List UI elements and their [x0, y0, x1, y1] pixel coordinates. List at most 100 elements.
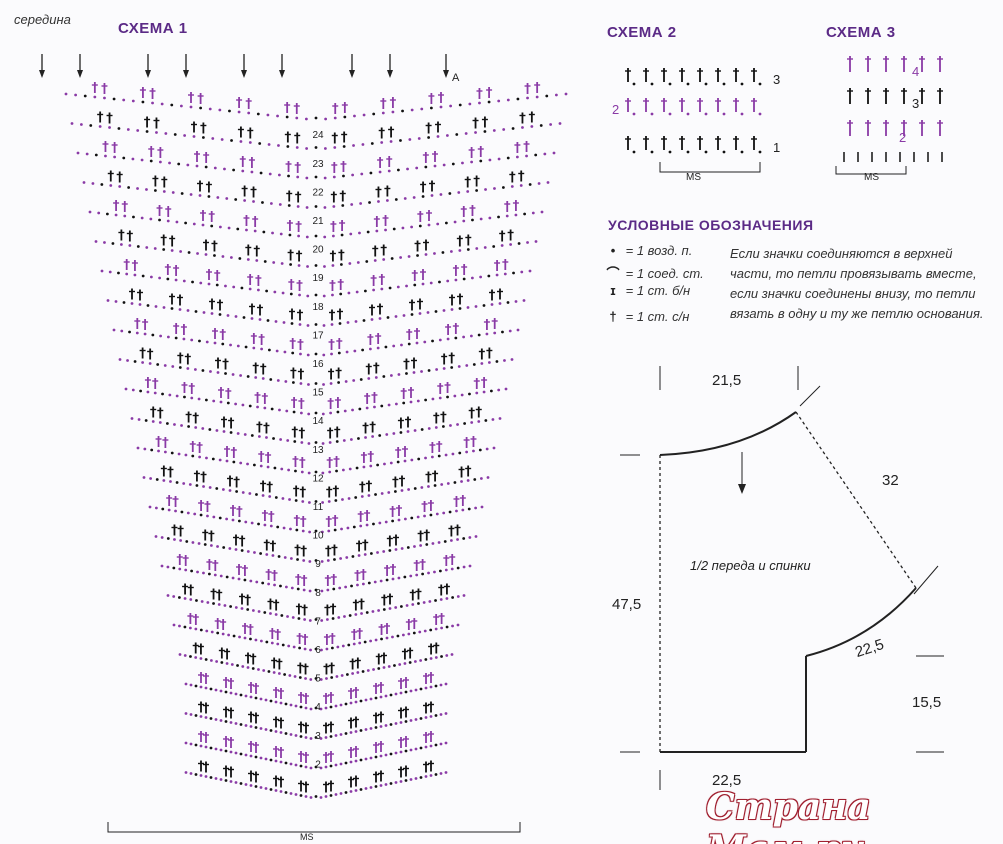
- chain-dot: [183, 597, 187, 600]
- stitch-mark: [254, 392, 261, 403]
- chain-dot: [409, 400, 413, 404]
- chain-dot: [372, 522, 375, 526]
- stitch-mark: [203, 239, 209, 251]
- stitch-mark: [257, 304, 263, 316]
- chain-dot: [373, 580, 377, 584]
- chain-dot: [324, 706, 328, 710]
- stitch-mark: [336, 338, 343, 349]
- chain-dot: [259, 552, 263, 555]
- chain-dot: [382, 550, 386, 553]
- stitch-mark: [203, 673, 209, 684]
- chain-dot: [189, 655, 192, 658]
- stitch-mark: [326, 457, 333, 468]
- chain-dot: [686, 82, 690, 86]
- stitch-mark: [386, 535, 393, 547]
- chain-dot: [229, 343, 232, 347]
- chain-dot: [394, 606, 398, 609]
- chain-dot: [339, 703, 343, 707]
- row-number: 19: [312, 273, 324, 284]
- chain-dot: [213, 254, 216, 257]
- chain-dot: [539, 124, 543, 127]
- chain-dot: [320, 530, 324, 534]
- stitch-mark: [265, 452, 272, 463]
- stitch-mark: [417, 211, 424, 222]
- chain-dot: [122, 98, 126, 102]
- chain-dot: [197, 397, 201, 401]
- chain-dot: [540, 210, 544, 214]
- chain-dot: [460, 393, 464, 397]
- chain-dot: [349, 701, 353, 705]
- chain-dot: [435, 368, 439, 371]
- stitch-mark: [197, 643, 204, 655]
- chain-dot: [442, 367, 446, 370]
- chain-dot: [348, 467, 352, 471]
- chain-dot: [379, 579, 383, 583]
- marker-a: А: [452, 72, 460, 84]
- chain-dot: [234, 198, 238, 201]
- chain-dot: [348, 614, 352, 617]
- chain-dot: [210, 312, 214, 315]
- chain-dot: [668, 112, 672, 116]
- stitch-mark: [228, 707, 234, 719]
- chain-dot: [319, 766, 323, 770]
- chain-dot: [285, 115, 289, 119]
- chain-dot: [266, 113, 270, 117]
- chain-dot: [241, 403, 245, 407]
- chain-dot: [424, 716, 428, 719]
- scheme2-bracket: [659, 162, 761, 173]
- chain-dot: [206, 601, 210, 604]
- chain-dot: [337, 381, 341, 384]
- chain-dot: [211, 457, 215, 461]
- chain-dot: [259, 786, 263, 789]
- chain-dot: [155, 131, 158, 134]
- chain-dot: [339, 292, 343, 296]
- stitch-mark: [378, 682, 384, 693]
- chain-dot: [330, 646, 334, 650]
- chain-dot: [389, 693, 393, 697]
- stitch-mark: [187, 584, 194, 596]
- stitch-mark: [285, 161, 292, 172]
- stitch-mark: [375, 653, 382, 665]
- chain-dot: [267, 582, 271, 586]
- stitch-mark: [216, 589, 223, 601]
- stitch-mark: [278, 776, 284, 788]
- chain-dot: [458, 307, 462, 310]
- chain-dot: [314, 529, 318, 533]
- chain-dot: [460, 480, 463, 483]
- chain-dot: [256, 405, 259, 409]
- chain-dot: [261, 581, 265, 585]
- chain-dot: [94, 240, 98, 243]
- chain-dot: [160, 102, 164, 106]
- chain-dot: [367, 494, 371, 497]
- stitch-mark: [255, 275, 262, 286]
- chain-dot: [255, 259, 259, 262]
- chain-dot: [650, 112, 654, 116]
- stitch-mark: [298, 751, 304, 762]
- chain-dot: [281, 643, 285, 647]
- chain-dot: [441, 425, 445, 428]
- stitch-mark: [353, 716, 359, 728]
- chain-dot: [364, 787, 368, 790]
- stitch-mark: [883, 56, 889, 72]
- stitch-mark: [278, 747, 284, 758]
- chain-dot: [148, 505, 152, 509]
- chain-dot: [254, 638, 258, 642]
- stitch-mark: [250, 653, 257, 665]
- chain-dot: [364, 757, 368, 761]
- chain-dot: [374, 376, 378, 379]
- chain-dot: [309, 796, 313, 799]
- stitch-mark: [504, 201, 511, 212]
- chain-dot: [323, 176, 327, 180]
- chain-dot: [223, 167, 226, 171]
- chain-dot: [131, 157, 135, 161]
- chain-dot: [429, 281, 433, 285]
- chain-dot: [191, 541, 195, 544]
- chain-dot: [479, 275, 483, 279]
- stitch-mark: [333, 456, 340, 467]
- chain-dot: [364, 436, 367, 439]
- stitch-mark: [373, 683, 379, 694]
- stitch-mark: [751, 136, 757, 150]
- chain-dot: [140, 158, 144, 162]
- chain-dot: [335, 675, 339, 678]
- stitch-mark: [241, 185, 248, 197]
